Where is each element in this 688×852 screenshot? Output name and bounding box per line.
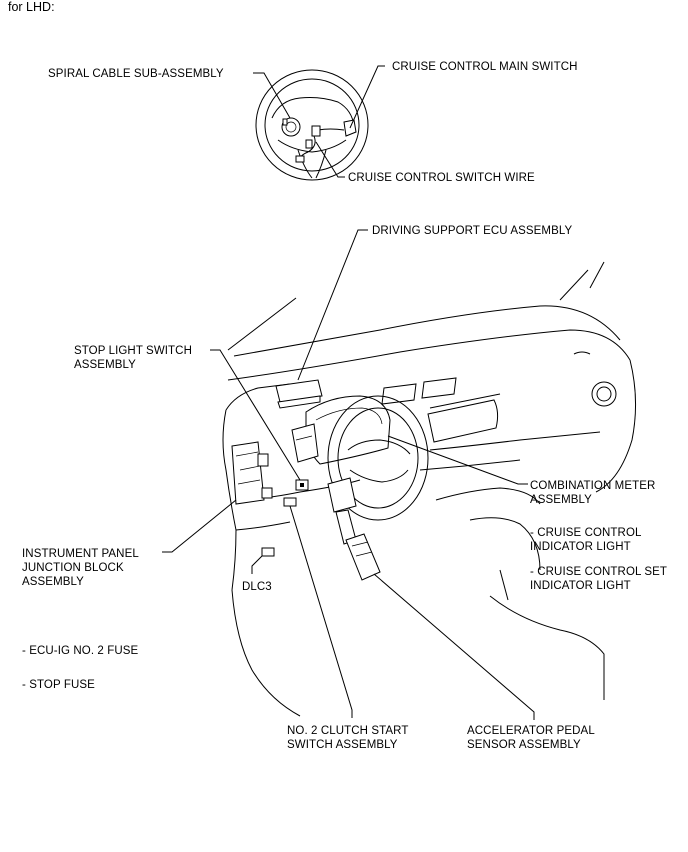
label-spiral-cable: SPIRAL CABLE SUB-ASSEMBLY [48,68,224,80]
leader-clutch-switch [289,505,353,718]
label-cruise-set-indicator-light: - CRUISE CONTROL SET INDICATOR LIGHT [530,566,668,592]
label-clutch-start-switch: NO. 2 CLUTCH START SWITCH ASSEMBLY [287,725,409,751]
leader-accelerator-pedal [373,573,535,720]
label-junction-block: INSTRUMENT PANEL JUNCTION BLOCK ASSEMBLY [22,548,139,588]
leader-spiral-cable [253,72,291,119]
label-ecu-ig-fuse: - ECU-IG NO. 2 FUSE [22,645,139,657]
label-driving-support-ecu: DRIVING SUPPORT ECU ASSEMBLY [372,225,573,237]
label-stop-fuse: - STOP FUSE [22,679,95,691]
steering-wheel-drawing [255,69,369,181]
label-dlc3: DLC3 [242,581,272,593]
label-cruise-switch-wire: CRUISE CONTROL SWITCH WIRE [348,172,535,184]
diagram-header: for LHD: [8,0,55,14]
label-accelerator-pedal: ACCELERATOR PEDAL SENSOR ASSEMBLY [467,725,595,751]
leader-dlc3 [251,555,263,574]
leader-cruise-switch-wire [315,141,345,178]
leader-combination-meter [387,435,528,485]
label-cruise-main-switch: CRUISE CONTROL MAIN SWITCH [392,61,578,73]
label-stop-light-switch: STOP LIGHT SWITCH ASSEMBLY [74,345,192,371]
leader-stop-light-switch [210,349,301,481]
label-cruise-indicator-light: - CRUISE CONTROL INDICATOR LIGHT [530,527,642,553]
leader-junction-block [162,499,237,553]
dashboard-drawing [222,261,637,717]
label-combination-meter: COMBINATION METER ASSEMBLY [530,480,656,506]
leader-driving-support-ecu [297,229,368,381]
leader-cruise-main-switch [349,65,385,129]
